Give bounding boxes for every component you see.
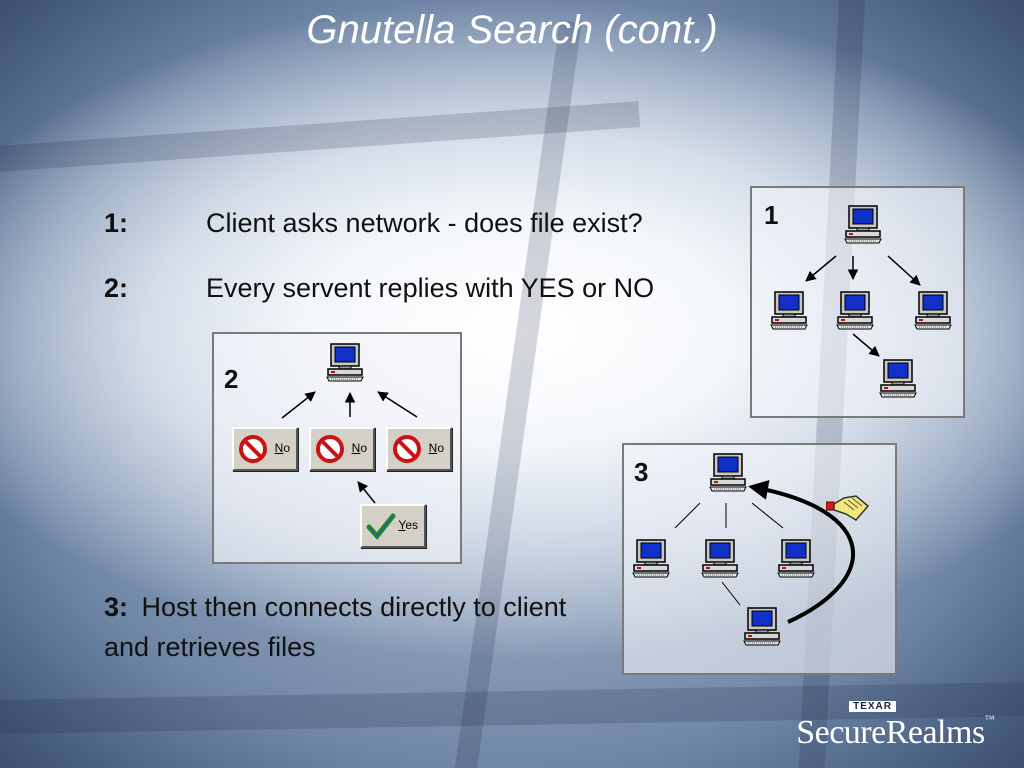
step-2-text: Every servent replies with YES or NO (206, 273, 655, 303)
computer-icon (708, 452, 748, 492)
handshake-icon (825, 492, 870, 524)
network-lines (674, 502, 784, 606)
computer-icon (325, 342, 365, 382)
brand-texar: TEXAR (849, 701, 896, 712)
no-reply-button: No (386, 427, 452, 471)
no-reply-button: No (232, 427, 298, 471)
computer-icon (878, 358, 918, 398)
computer-icon (631, 538, 671, 578)
step-2: 2: (104, 273, 128, 304)
computer-icon (700, 538, 740, 578)
no-entry-icon (315, 434, 345, 464)
panel-2-label: 2 (224, 364, 239, 394)
computer-icon (769, 290, 809, 330)
computer-icon (776, 538, 816, 578)
step-2-number: 2: (104, 273, 129, 303)
checkmark-icon (366, 511, 396, 541)
slide-title: Gnutella Search (cont.) (306, 8, 718, 52)
computer-icon (913, 290, 953, 330)
step-1-number: 1: (104, 208, 129, 238)
no-reply-label: No (274, 441, 290, 455)
no-entry-icon (392, 434, 422, 464)
brand-name: SecureRealms (796, 714, 985, 751)
step-1: 1: (104, 208, 128, 239)
yes-reply-button: Yes (360, 504, 426, 548)
direct-connection-arrow (748, 479, 855, 624)
computer-icon (742, 606, 782, 646)
computer-icon (835, 290, 875, 330)
brand-trademark: ™ (984, 714, 995, 725)
step-3: 3: Host then connects directly to client (104, 592, 566, 623)
step-3-text: Host then connects directly to client (141, 592, 567, 622)
reply-arrows (281, 391, 418, 504)
no-reply-label: No (428, 441, 444, 455)
computer-icon (843, 204, 883, 244)
yes-reply-label: Yes (398, 518, 418, 532)
no-entry-icon (238, 434, 268, 464)
panel-3-label: 3 (634, 457, 649, 487)
query-arrows (805, 255, 921, 357)
no-reply-button: No (309, 427, 375, 471)
no-reply-label: No (351, 441, 367, 455)
panel-1-label: 1 (764, 200, 779, 230)
step-3-text-line2: and retrieves files (104, 632, 316, 662)
step-1-text: Client asks network - does file exist? (206, 208, 643, 238)
step-3-number: 3: (104, 592, 129, 622)
brand-logo: SecureRealms™ (796, 714, 994, 752)
